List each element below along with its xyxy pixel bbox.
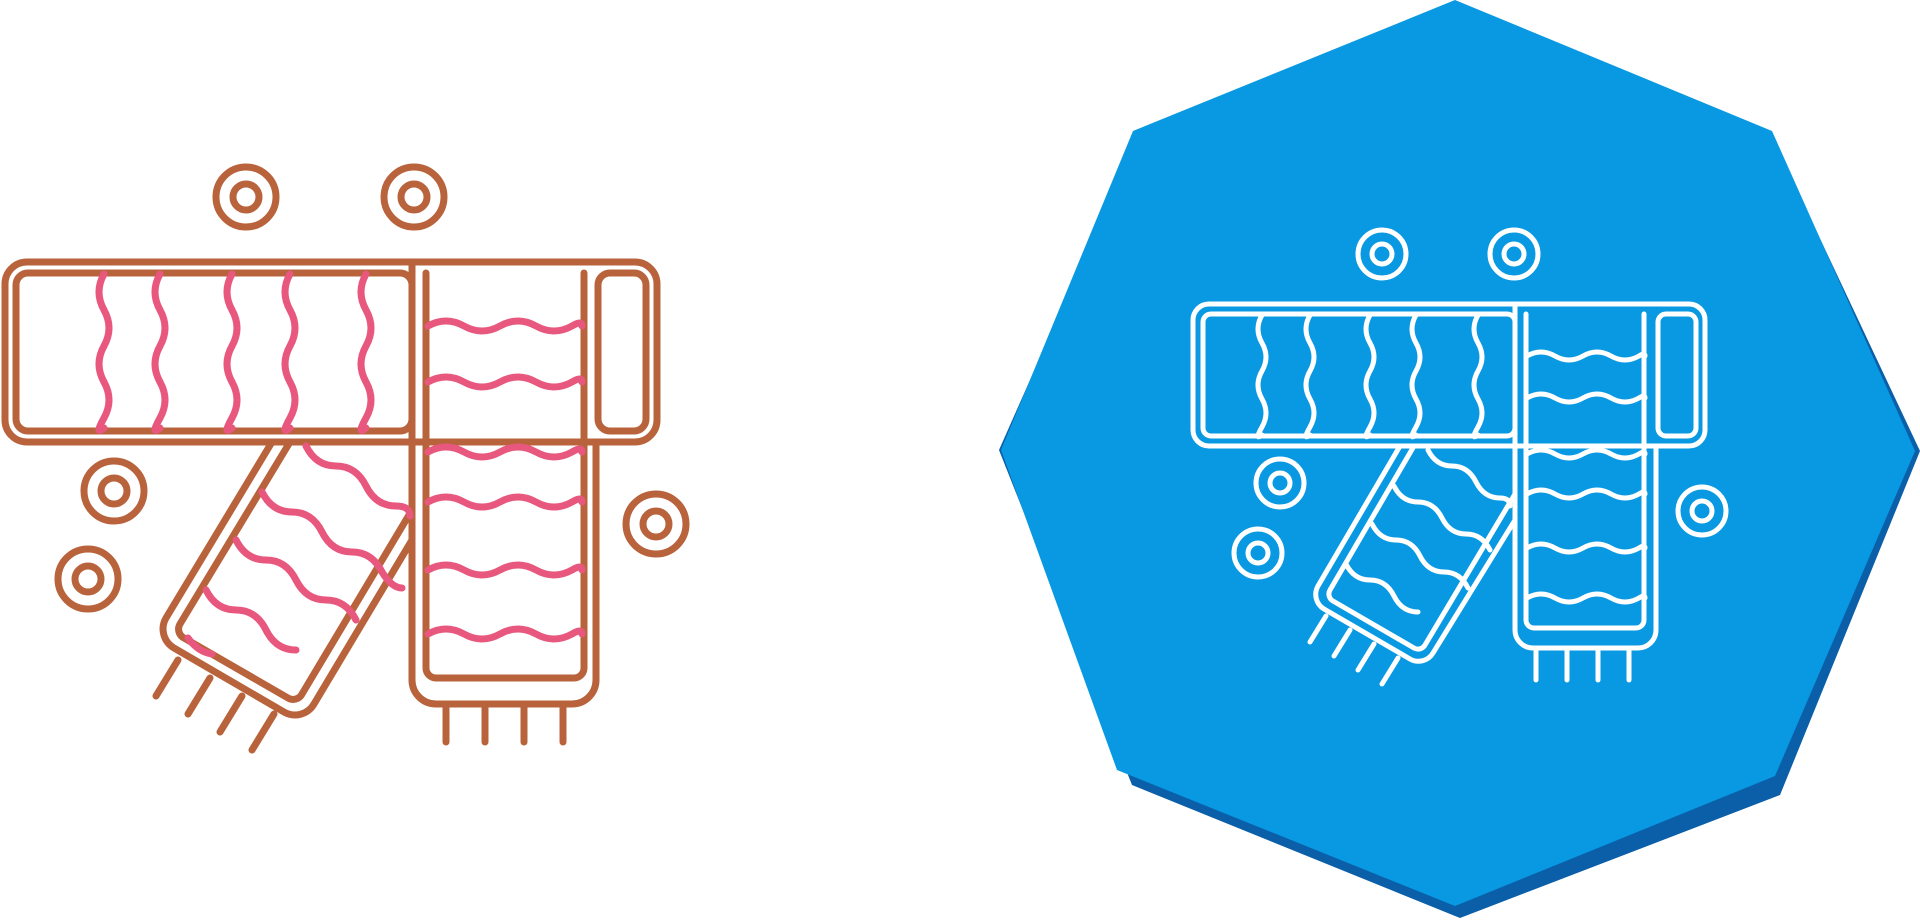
wave-pattern — [424, 625, 586, 643]
pom-pom-circle-inner — [1267, 470, 1293, 496]
wave-pattern — [1391, 483, 1493, 553]
wave-pattern — [1524, 541, 1648, 555]
scarf-line-color-icon — [0, 0, 700, 921]
scarf-vertical-end-outer — [408, 258, 600, 708]
pom-pom-circle — [380, 163, 448, 231]
wave-pattern — [424, 443, 586, 461]
pom-pom-circle — [622, 490, 690, 558]
wave-pattern — [258, 488, 406, 592]
wave-pattern — [424, 561, 586, 579]
scarf-diagonal-end-outer — [159, 438, 416, 719]
scarf-vertical-end-inner — [1523, 311, 1647, 631]
scarf-band-inner-right — [1655, 311, 1699, 439]
fringe-line — [1355, 641, 1377, 673]
scarf-vertical-end-outer — [1512, 301, 1659, 651]
wave-pattern — [1363, 312, 1377, 440]
wave-pattern — [357, 270, 375, 434]
wave-pattern — [1524, 447, 1648, 461]
wave-pattern — [202, 586, 300, 654]
wave-pattern — [281, 270, 299, 434]
wave-pattern — [223, 270, 241, 434]
pom-pom-circle — [80, 457, 148, 525]
wave-pattern — [184, 634, 216, 658]
scarf-diagonal-end-inner — [1326, 443, 1518, 652]
wave-pattern — [1303, 312, 1317, 440]
wave-pattern — [424, 317, 586, 335]
fringe-line — [152, 656, 182, 700]
scarf-vertical-end-inner — [422, 269, 588, 682]
pom-pom-circle-inner — [1245, 540, 1271, 566]
pom-pom-circle — [1675, 484, 1729, 538]
scarf-line-color-svg — [1, 163, 690, 754]
fringe-line — [1331, 627, 1353, 659]
scarf-diagonal-end-inner — [175, 438, 416, 703]
pom-pom-circle — [1253, 456, 1307, 510]
pom-pom-circle-inner — [1689, 498, 1715, 524]
wave-pattern — [1524, 487, 1648, 501]
scarf-band-outer — [1, 258, 661, 446]
fringe-line — [248, 710, 278, 754]
wave-pattern — [1425, 447, 1513, 509]
scarf-octagon-svg — [999, 0, 1920, 918]
wave-pattern — [1255, 312, 1269, 440]
scarf-band-outer — [1190, 301, 1708, 449]
pom-pom-circle-inner — [229, 180, 263, 214]
wave-pattern — [302, 442, 414, 520]
scarf-band-inner-left — [12, 269, 416, 435]
pom-pom-circle-inner — [639, 507, 673, 541]
scarf-band-inner-right — [594, 269, 650, 435]
wave-pattern — [1369, 521, 1471, 591]
wave-pattern — [151, 270, 169, 434]
wave-pattern — [1524, 349, 1648, 363]
fringe-line — [184, 674, 214, 718]
pom-pom-circle-inner — [1369, 241, 1395, 267]
wave-pattern — [1524, 391, 1648, 405]
pom-pom-circle-inner — [71, 562, 105, 596]
pom-pom-circle — [1231, 526, 1285, 580]
pom-pom-circle — [1355, 227, 1409, 281]
fringe-line — [1307, 613, 1329, 645]
wave-pattern — [1471, 312, 1485, 440]
fringe-line — [216, 692, 246, 736]
wave-pattern — [95, 270, 113, 434]
wave-pattern — [424, 493, 586, 511]
pom-pom-circle-inner — [1501, 241, 1527, 267]
wave-pattern — [1343, 561, 1421, 615]
pom-pom-circle — [212, 163, 280, 231]
fringe-line — [1379, 655, 1401, 687]
scarf-octagon-badge-icon — [980, 0, 1920, 921]
pom-pom-circle-inner — [397, 180, 431, 214]
pom-pom-circle — [54, 545, 122, 613]
octagon-badge — [1001, 0, 1915, 906]
pom-pom-circle — [1487, 227, 1541, 281]
wave-pattern — [424, 373, 586, 391]
wave-pattern — [232, 536, 360, 624]
wave-pattern — [1409, 312, 1423, 440]
wave-pattern — [1524, 591, 1648, 605]
scarf-diagonal-end-outer — [1313, 443, 1518, 664]
pom-pom-circle-inner — [97, 474, 131, 508]
